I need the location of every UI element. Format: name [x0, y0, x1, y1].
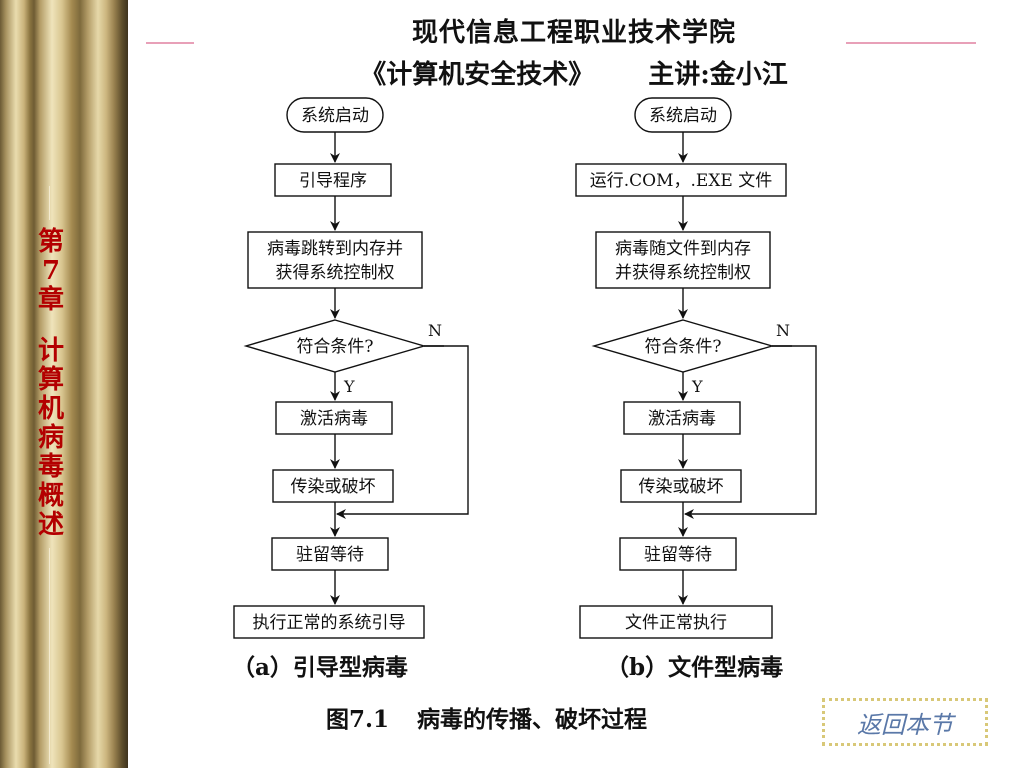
a-no-label: N [428, 321, 442, 340]
b-step5-label: 驻留等待 [644, 545, 712, 565]
figure-number: 图7.1 [326, 706, 390, 733]
a-step2-label-line2: 获得系统控制权 [276, 263, 395, 283]
flowchart-a [233, 97, 469, 639]
b-no-label: N [776, 321, 790, 340]
caption-file-virus: （b）文件型病毒 [606, 654, 784, 681]
b-step3-node [623, 401, 741, 435]
chapter-char: 7 [41, 256, 61, 286]
b-end-label: 文件正常执行 [625, 613, 727, 633]
left-decorative-bar: 第 7 章 计 算 机 病 毒 概 述 [0, 0, 128, 768]
right-deco-arrow-icon [846, 42, 976, 44]
lecturer-name: 主讲:金小江 [648, 60, 788, 90]
b-decision-label: 符合条件? [644, 337, 721, 357]
course-title: 《计算机安全技术》 [360, 60, 595, 90]
b-step2-node [595, 231, 771, 289]
bar-divider-bottom [49, 548, 50, 764]
chapter-char: 概 [37, 481, 64, 511]
a-step1-label: 引导程序 [299, 171, 367, 191]
chapter-char: 算 [37, 365, 64, 395]
chapter-char: 第 [37, 227, 64, 257]
b-step5-node [619, 537, 737, 571]
a-step5-label: 驻留等待 [296, 545, 364, 565]
chapter-title: 第 7 章 计 算 机 病 毒 概 述 [34, 228, 68, 540]
school-title: 现代信息工程职业技术学院 [411, 18, 736, 48]
caption-boot-virus: （a）引导型病毒 [232, 654, 408, 681]
a-end-label: 执行正常的系统引导 [253, 613, 406, 633]
b-step1-label: 运行.COM，.EXE 文件 [590, 171, 772, 191]
b-step4-label: 传染或破坏 [639, 477, 724, 497]
a-step3-label: 激活病毒 [300, 409, 368, 429]
b-no-branch-line [684, 345, 817, 519]
b-start-label: 系统启动 [649, 106, 717, 126]
slide-header: 现代信息工程职业技术学院 《计算机安全技术》 主讲:金小江 [146, 2, 1002, 94]
left-deco-arrow-icon [146, 42, 194, 44]
b-yes-label: Y [691, 377, 703, 396]
chapter-char: 毒 [37, 452, 64, 482]
a-step2-node [247, 231, 423, 289]
chapter-char: 述 [37, 510, 64, 540]
a-start-label: 系统启动 [301, 106, 369, 126]
a-step5-node [271, 537, 389, 571]
b-step2-label-line2: 并获得系统控制权 [615, 263, 751, 283]
chapter-char: 病 [37, 423, 64, 453]
a-step3-node [275, 401, 393, 435]
b-end-node [579, 605, 773, 639]
b-step3-label: 激活病毒 [648, 409, 716, 429]
a-yes-label: Y [343, 377, 355, 396]
a-step1-node [274, 163, 392, 197]
a-end-node [233, 605, 425, 639]
b-step2-label-line1: 病毒随文件到内存 [615, 239, 751, 259]
bar-divider-top [49, 186, 50, 220]
a-step2-label-line1: 病毒跳转到内存并 [267, 239, 403, 259]
chapter-char: 计 [37, 336, 64, 366]
figure-caption: 图7.1 病毒的传播、破坏过程 [326, 700, 647, 734]
b-step1-node [575, 163, 787, 197]
a-no-branch-line [336, 345, 469, 519]
a-decision-label: 符合条件? [296, 337, 373, 357]
chapter-char: 机 [37, 394, 64, 424]
figure-title: 病毒的传播、破坏过程 [417, 706, 648, 733]
b-step4-node [620, 469, 742, 503]
return-to-section-button[interactable]: 返回本节 [822, 698, 988, 746]
course-title-line: 《计算机安全技术》 主讲:金小江 [146, 54, 1002, 91]
a-step4-label: 传染或破坏 [291, 477, 376, 497]
chapter-char: 章 [37, 285, 64, 315]
a-step4-node [272, 469, 394, 503]
flowchart-b [575, 97, 817, 639]
